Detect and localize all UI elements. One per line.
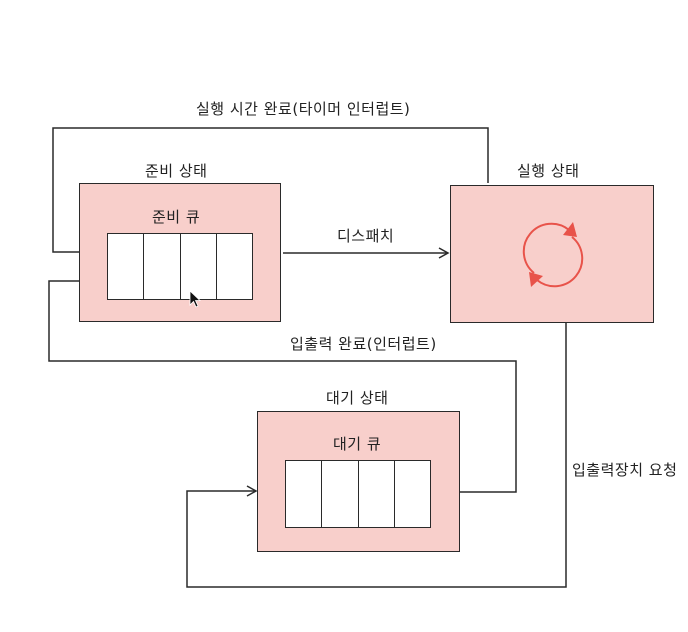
timeout-label: 실행 시간 완료(타이머 인터럽트) xyxy=(196,100,411,118)
running-state-title: 실행 상태 xyxy=(517,162,580,180)
running-state-box xyxy=(450,185,654,323)
timeout-arrow xyxy=(52,127,489,258)
ready-queue-slot xyxy=(108,234,145,299)
io-complete-label: 입출력 완료(인터럽트) xyxy=(290,335,437,353)
ready-queue xyxy=(107,233,253,300)
dispatch-label: 디스패치 xyxy=(337,227,395,245)
waiting-queue-slot xyxy=(395,461,430,527)
ready-queue-slot xyxy=(217,234,252,299)
waiting-queue-slot xyxy=(322,461,359,527)
io-request-label: 입출력장치 요청 xyxy=(572,461,678,479)
ready-queue-slot xyxy=(144,234,181,299)
waiting-queue-slot xyxy=(286,461,323,527)
waiting-queue-slot xyxy=(359,461,395,527)
waiting-queue xyxy=(285,460,431,528)
io-request-arrow xyxy=(186,323,567,588)
ready-queue-label: 준비 큐 xyxy=(152,208,201,226)
waiting-state-title: 대기 상태 xyxy=(326,389,389,407)
cycle-icon xyxy=(522,222,584,288)
waiting-queue-label: 대기 큐 xyxy=(333,435,382,453)
io-complete-arrow xyxy=(48,275,517,493)
mouse-cursor-icon xyxy=(189,290,202,308)
ready-state-title: 준비 상태 xyxy=(145,162,208,180)
ready-queue-slot xyxy=(181,234,217,299)
